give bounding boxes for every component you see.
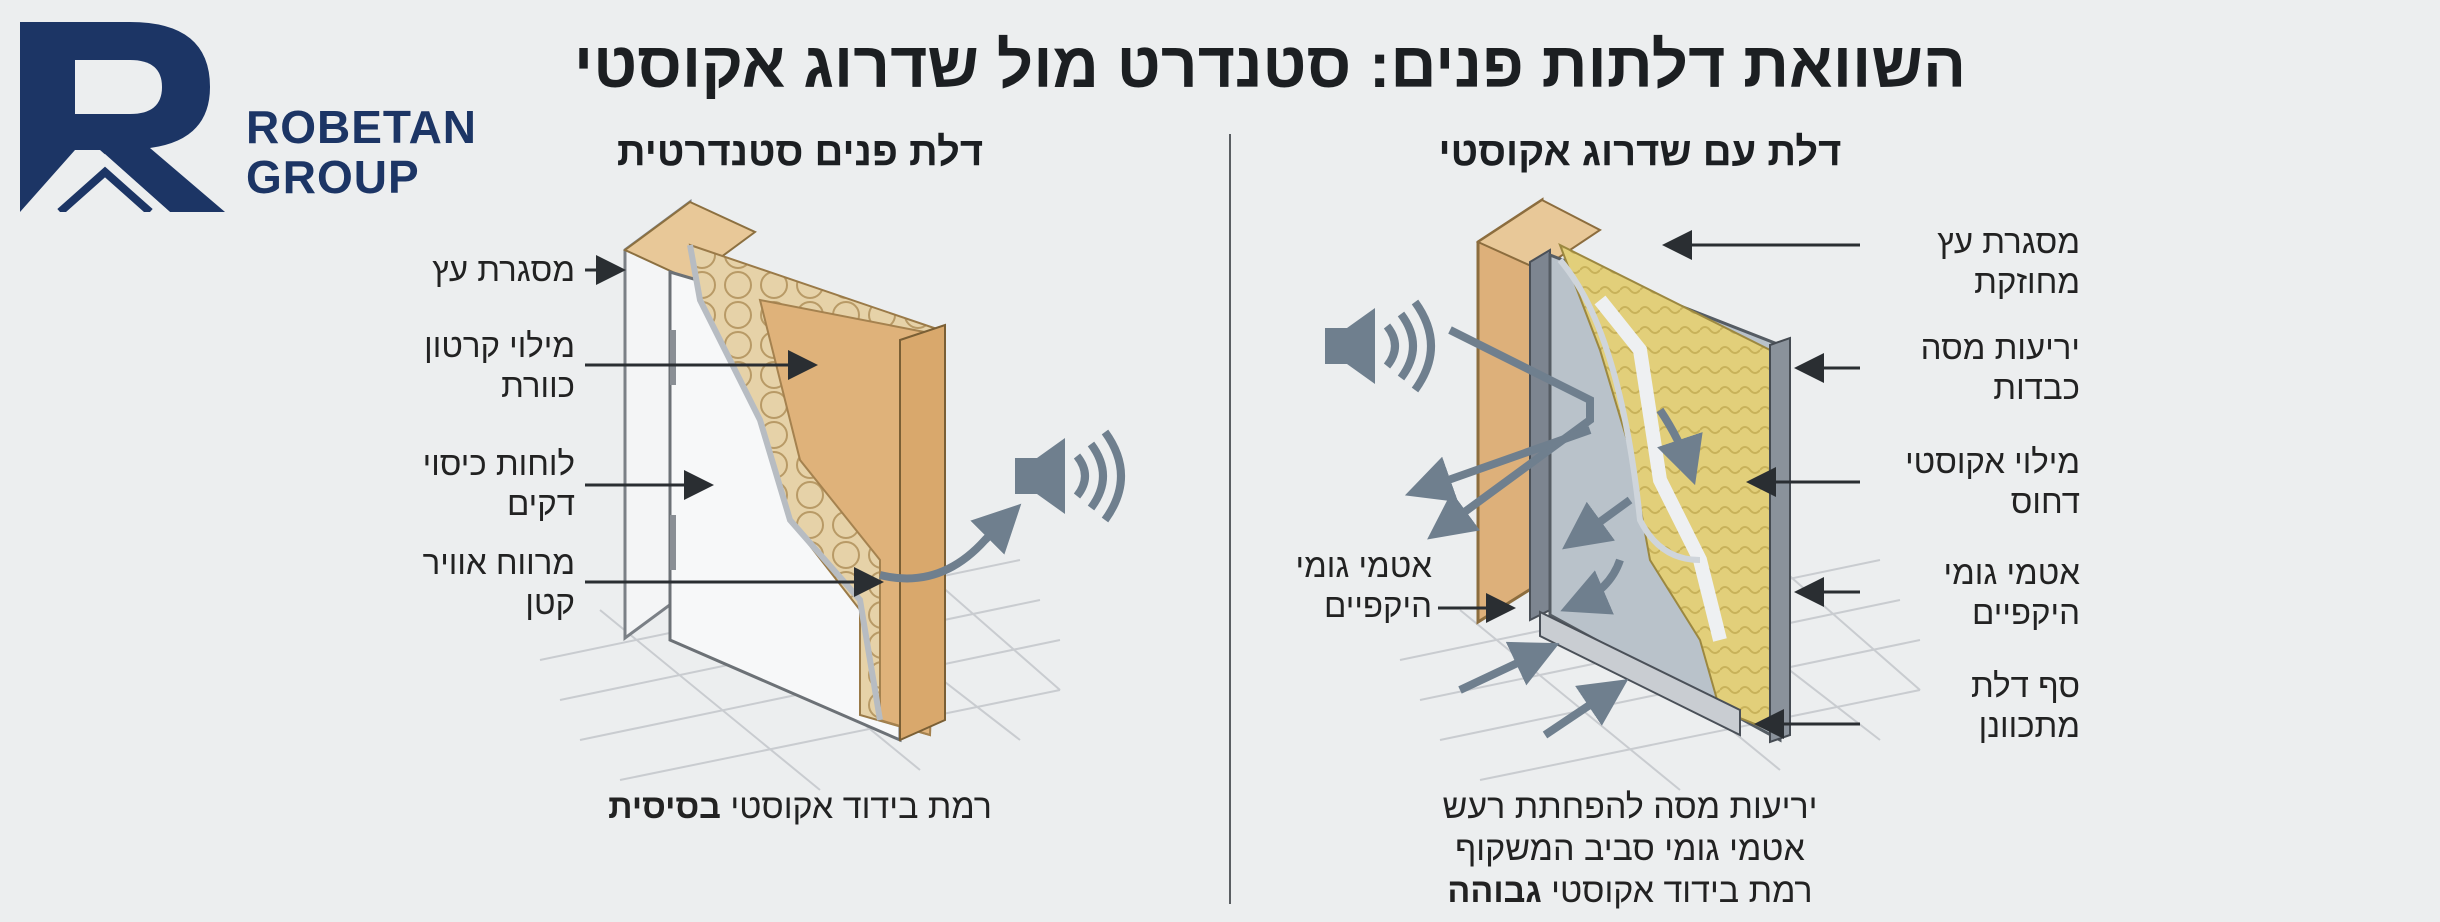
reinforced-frame-top bbox=[1475, 198, 1602, 272]
standard-speaker-icon bbox=[1015, 429, 1125, 523]
robetan-monogram-icon bbox=[20, 22, 225, 215]
logo-line2: GROUP bbox=[246, 151, 420, 203]
acoustic-door bbox=[1325, 197, 1791, 744]
standard-leaders bbox=[585, 255, 884, 597]
floor-sound-arrow-2 bbox=[1542, 679, 1629, 739]
logo-text: ROBETAN GROUP bbox=[246, 102, 477, 202]
blocked-sound-arrow-2 bbox=[1562, 496, 1633, 550]
label-perimeter-seals-right: אטמי גומי היקפיים bbox=[1943, 554, 2080, 631]
reflected-sound-arrow-1 bbox=[1427, 326, 1594, 540]
threshold-bar bbox=[1539, 610, 1741, 737]
acoustic-door-heading: דלת עם שדרוג אקוסטי bbox=[1438, 130, 1842, 174]
label-adjustable-threshold: סף דלת מתכוונן bbox=[1971, 667, 2080, 744]
standard-caption: רמת בידוד אקוסטי בסיסית bbox=[608, 788, 992, 826]
label-honeycomb-fill: מילוי קרטון כוורת bbox=[424, 327, 575, 404]
page-title: השוואת דלתות פנים: סטנדרט מול שדרוג אקוס… bbox=[573, 29, 1967, 101]
label-small-air-gap: מרווח אוויר קטן bbox=[422, 544, 575, 621]
reflected-sound-arrow-2 bbox=[1404, 426, 1592, 502]
floor-sound-arrow-1 bbox=[1458, 641, 1560, 694]
label-reinforced-frame: מסגרת עץ מחוזקת bbox=[1937, 223, 2080, 300]
standard-door-heading: דלת פנים סטנדרטית bbox=[616, 130, 984, 174]
acoustic-leaders bbox=[1438, 230, 1860, 739]
standard-door bbox=[623, 199, 1125, 743]
label-dense-acoustic-fill: מילוי אקוסטי דחוס bbox=[1905, 443, 2080, 520]
blocked-sound-arrow-3 bbox=[1560, 558, 1624, 615]
standard-door-edge bbox=[899, 323, 946, 742]
acoustic-door-edge-seal bbox=[1769, 336, 1791, 744]
hinge-top bbox=[670, 330, 676, 385]
label-wood-frame: מסגרת עץ bbox=[432, 251, 575, 288]
blocked-sound-arrow-1 bbox=[1656, 407, 1703, 486]
hinge-bottom bbox=[670, 515, 676, 570]
logo-line1: ROBETAN bbox=[246, 101, 478, 153]
label-thin-skins: לוחות כיסוי דקים bbox=[422, 445, 575, 522]
thin-skin-edge bbox=[687, 244, 883, 721]
robetan-logo: ROBETAN GROUP bbox=[20, 22, 490, 215]
acoustic-speaker-icon bbox=[1325, 299, 1435, 393]
frame-seal bbox=[1529, 248, 1551, 622]
sound-leak-arrow bbox=[879, 503, 1022, 583]
column-divider bbox=[1229, 134, 1231, 904]
label-mass-sheets: יריעות מסה כבדות bbox=[1920, 329, 2080, 406]
acoustic-caption: יריעות מסה להפחתת רעש אטמי גומי סביב המש… bbox=[1442, 788, 1818, 910]
mass-sheet-edge bbox=[1557, 258, 1701, 563]
standard-frame-top bbox=[623, 200, 757, 282]
label-perimeter-seals-left: אטמי גומי היקפיים bbox=[1295, 547, 1432, 624]
